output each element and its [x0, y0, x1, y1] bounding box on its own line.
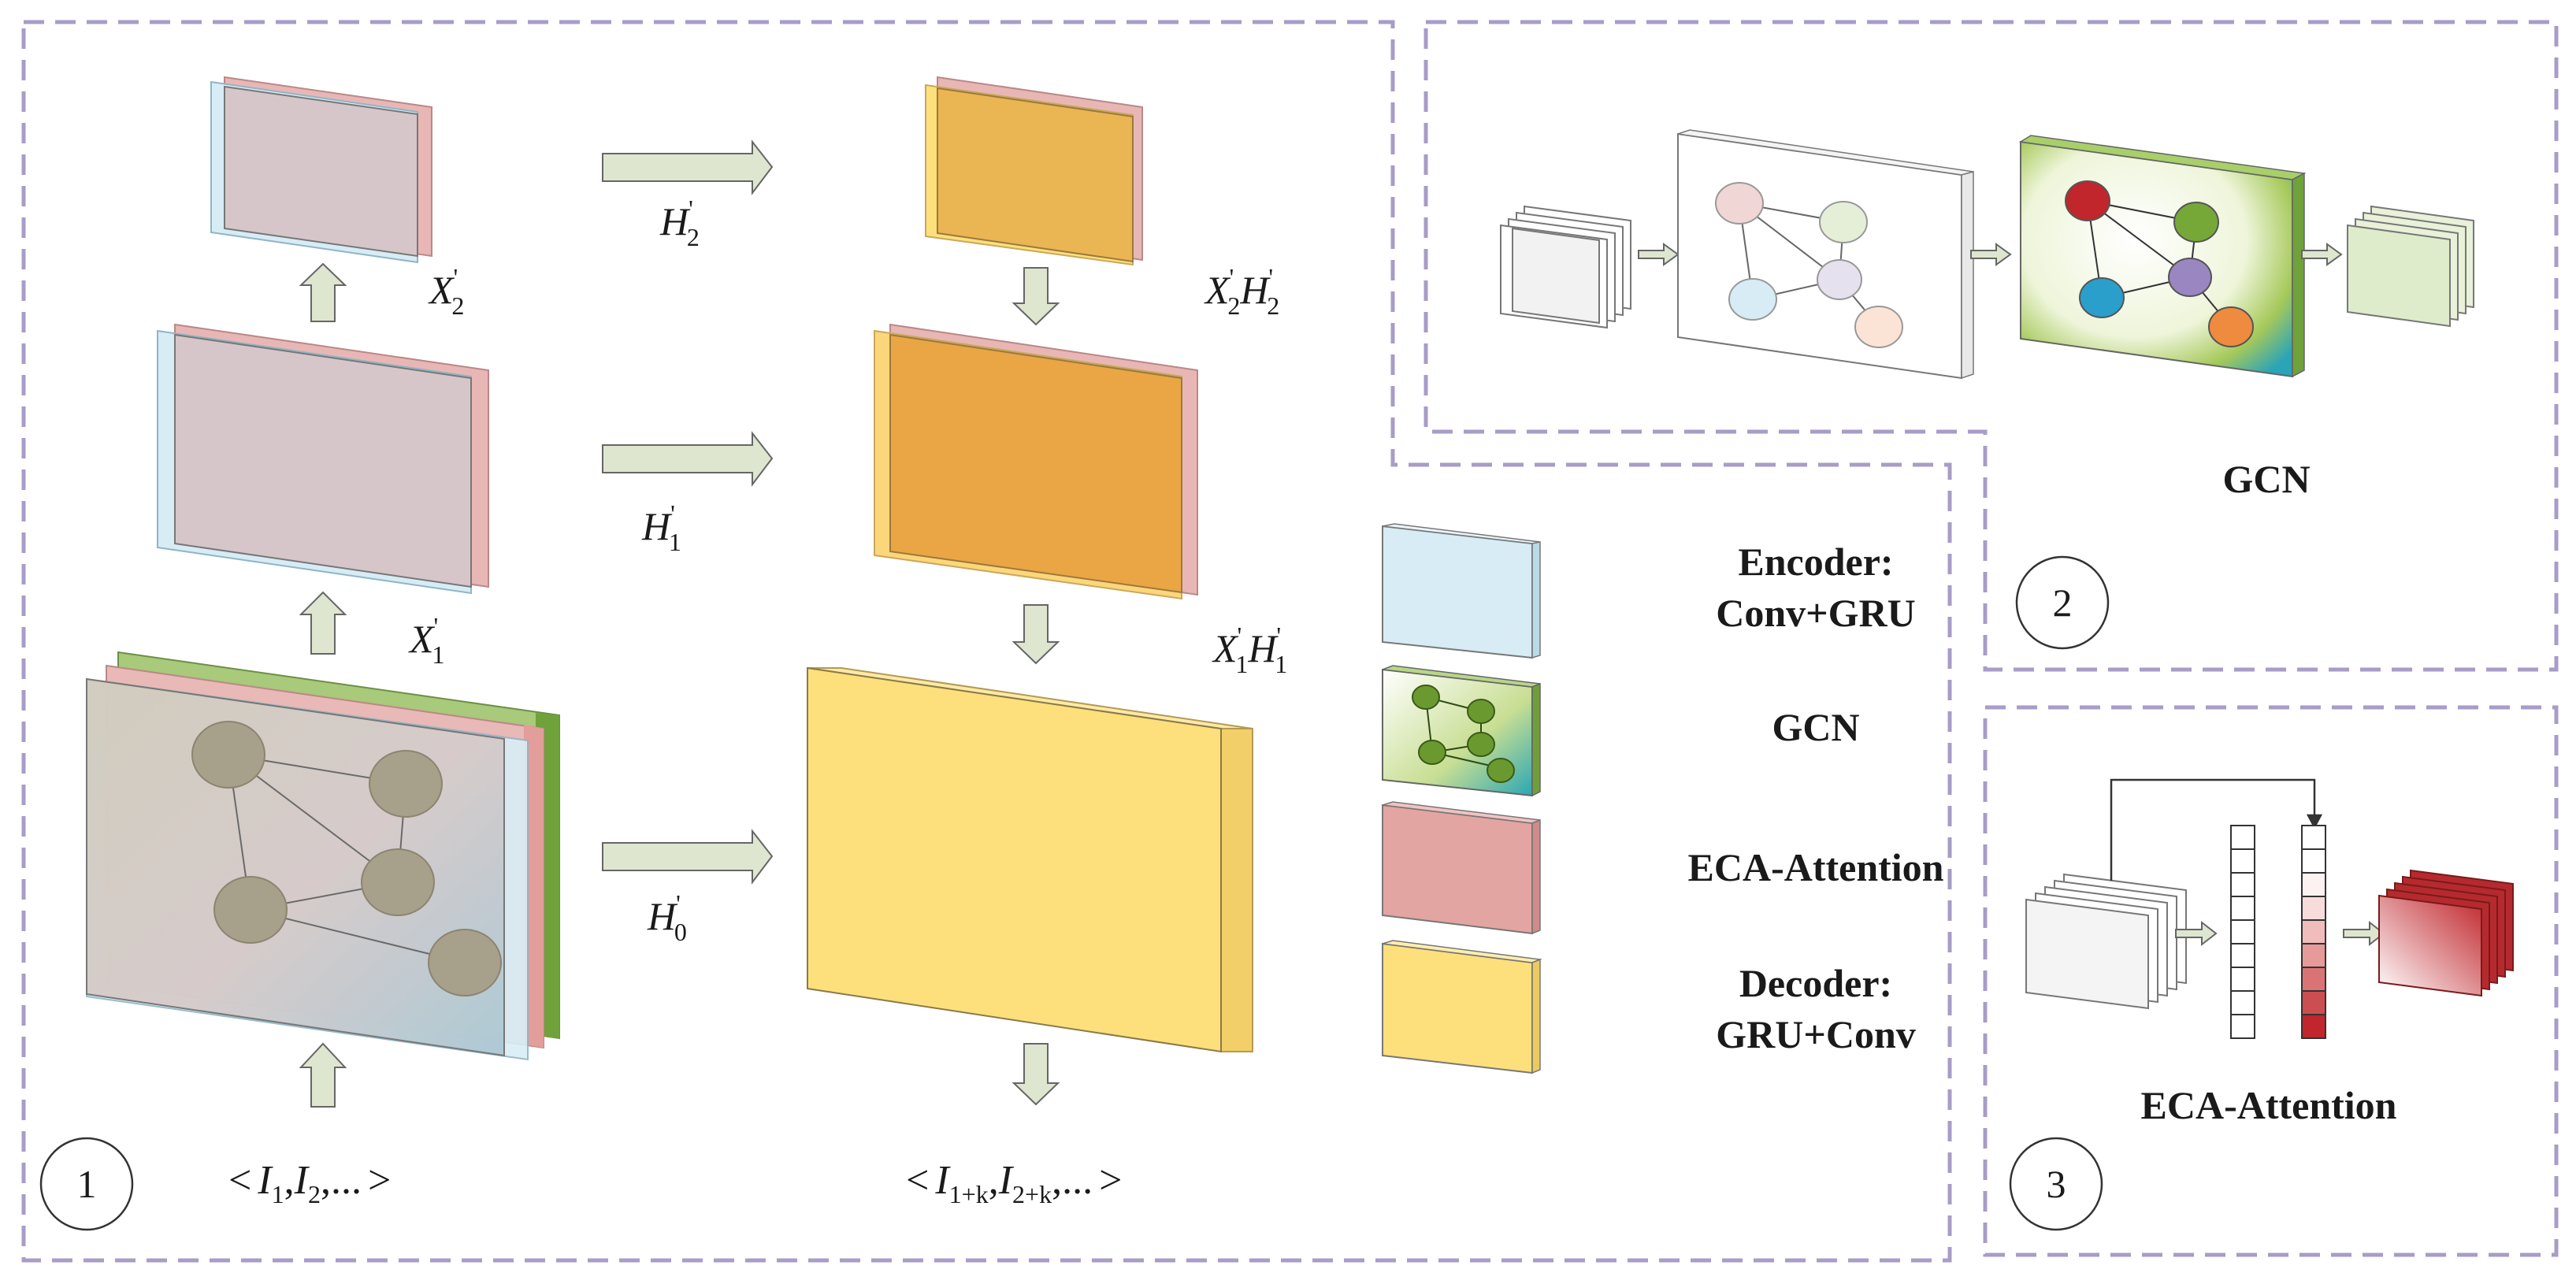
- label-x2: X'2: [428, 263, 464, 320]
- eca-output-stack: [2378, 869, 2514, 997]
- gcn-panel: GCN 2: [1500, 129, 2474, 650]
- right-arrow-icon: [602, 139, 774, 195]
- legend-eca-label: ECA-Attention: [1688, 845, 1944, 889]
- graph-node: [2208, 306, 2254, 347]
- label-h0: H'0: [647, 889, 687, 946]
- graph-node: [428, 929, 502, 996]
- eca-skip-connection: [2110, 778, 2323, 881]
- eca-pooled-vector: [2230, 825, 2255, 1039]
- legend-gcn-label: GCN: [1772, 705, 1859, 749]
- graph-node: [1854, 306, 1903, 348]
- outputs-sequence-label: <I1+k,I2+k,...>: [906, 1158, 1122, 1208]
- svg-text:X'2H'2: X'2H'2: [1204, 263, 1279, 320]
- decoder-block-h2: [925, 76, 1143, 266]
- gcn-output-card: [2018, 135, 2307, 378]
- up-arrows: [299, 262, 347, 1108]
- gcn-input-stack: [1500, 205, 1631, 329]
- right-arrow-icon: [2343, 920, 2385, 947]
- legend-decoder-swatch: [1382, 940, 1542, 1074]
- label-h2: H'2: [659, 195, 700, 251]
- label-x1h1: X'1H'1: [1212, 622, 1287, 678]
- svg-text:X'1: X'1: [408, 612, 444, 669]
- right-arrow-icon: [1970, 243, 2012, 266]
- gcn-output-stack: [2347, 205, 2474, 328]
- graph-node: [2065, 180, 2110, 221]
- panel-3-badge: 3: [2009, 1137, 2103, 1231]
- decoder-block-output: [807, 666, 1253, 1053]
- label-x1: X'1: [408, 612, 444, 669]
- legend-decoder-label-1: Decoder:: [1739, 961, 1892, 1005]
- svg-text:H'1: H'1: [641, 499, 681, 556]
- graph-node: [1817, 259, 1862, 300]
- graph-node: [369, 750, 443, 818]
- legend-gcn-swatch: [1382, 665, 1541, 797]
- down-arrow-icon: [1011, 604, 1060, 665]
- up-arrow-icon: [299, 1042, 347, 1108]
- panel-3-border: [1983, 705, 2559, 1257]
- down-arrows: [1011, 267, 1060, 1106]
- up-arrow-icon: [299, 262, 347, 322]
- encoder-block-x2: [210, 76, 432, 264]
- graph-node: [191, 721, 265, 789]
- down-arrow-icon: [1011, 1043, 1060, 1106]
- svg-text:X'1H'1: X'1H'1: [1212, 622, 1287, 678]
- legend-encoder-label-1: Encoder:: [1738, 540, 1893, 584]
- panel-1-badge: 1: [39, 1137, 134, 1231]
- decoder-block-h1: [874, 323, 1198, 600]
- label-x2h2: X'2H'2: [1204, 263, 1279, 320]
- graph-node: [213, 876, 288, 944]
- panel-2-badge: 2: [2015, 555, 2110, 650]
- graph-node: [1728, 278, 1777, 321]
- svg-text:3: 3: [2047, 1162, 2066, 1206]
- graph-node: [1819, 201, 1868, 243]
- legend-decoder-label-2: GRU+Conv: [1716, 1012, 1916, 1056]
- legend-encoder-swatch: [1382, 523, 1541, 659]
- eca-panel-title: ECA-Attention: [2141, 1083, 2397, 1127]
- inputs-sequence-label: <I1,I2,...>: [228, 1158, 391, 1208]
- eca-panel: ECA-Attention 3: [2009, 778, 2514, 1231]
- svg-text:<I1,I2,...>: <I1,I2,...>: [228, 1158, 391, 1208]
- encoder-block-x1: [157, 323, 489, 595]
- svg-text:H'0: H'0: [647, 889, 687, 946]
- graph-node: [2168, 258, 2212, 297]
- up-arrow-icon: [299, 591, 347, 655]
- legend-eca-swatch: [1382, 801, 1541, 935]
- right-arrow-icon: [2301, 243, 2343, 266]
- panel-1-border: [21, 20, 1952, 1263]
- label-h1: H'1: [641, 499, 681, 556]
- skip-arrows: [602, 139, 774, 885]
- svg-text:2: 2: [2053, 581, 2073, 625]
- panel-2-border: [1423, 20, 2559, 672]
- eca-attention-vector: [2301, 825, 2326, 1039]
- right-arrow-icon: [2175, 920, 2218, 947]
- input-feature-stack: [86, 651, 560, 1061]
- graph-node: [2079, 277, 2125, 318]
- right-arrow-icon: [602, 829, 774, 885]
- legend-encoder-label-2: Conv+GRU: [1716, 591, 1916, 635]
- gcn-panel-title: GCN: [2222, 457, 2310, 501]
- graph-node: [2173, 202, 2219, 243]
- svg-text:H'2: H'2: [659, 195, 700, 251]
- graph-node: [361, 848, 435, 916]
- legend: Encoder: Conv+GRU GCN ECA-Attention Deco…: [1382, 523, 1944, 1074]
- gcn-graph-card: [1677, 129, 1974, 380]
- right-arrow-icon: [602, 431, 774, 487]
- svg-text:<I1+k,I2+k,...>: <I1+k,I2+k,...>: [906, 1158, 1122, 1208]
- svg-text:1: 1: [77, 1162, 97, 1206]
- eca-input-stack: [2025, 873, 2187, 1010]
- right-arrow-icon: [1638, 243, 1680, 266]
- down-arrow-icon: [1011, 267, 1060, 326]
- graph-node: [1715, 182, 1764, 225]
- panel-borders: [21, 20, 2559, 1263]
- svg-text:X'2: X'2: [428, 263, 464, 320]
